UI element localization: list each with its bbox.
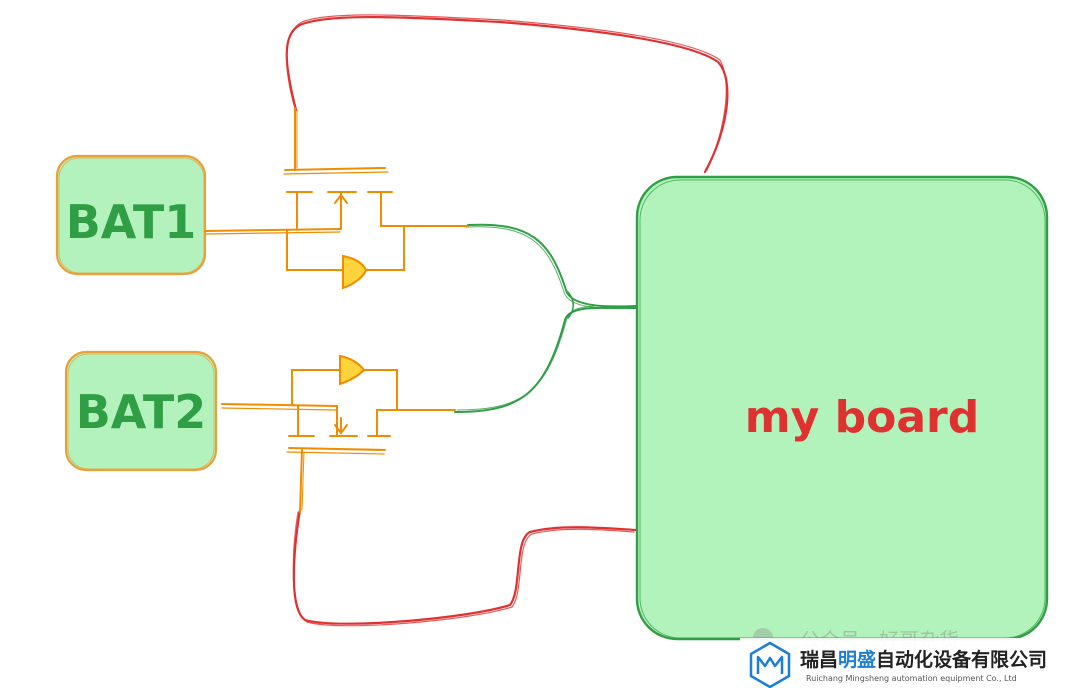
mosfet-1 xyxy=(204,107,469,271)
bottom-red-wire xyxy=(292,508,638,627)
mosfet-1-diode xyxy=(342,254,368,290)
company-name-cn: 瑞昌明盛自动化设备有限公司 xyxy=(800,648,1047,671)
battery-2: BAT2 xyxy=(64,350,218,472)
company-banner: 瑞昌明盛自动化设备有限公司 Ruichang Mingsheng automat… xyxy=(740,638,1080,688)
green-wires xyxy=(454,223,637,413)
board-label: my board xyxy=(745,392,979,443)
mosfet-2 xyxy=(221,369,456,513)
battery-1: BAT1 xyxy=(55,154,207,276)
company-logo-icon xyxy=(749,641,791,688)
mosfet-2-diode xyxy=(339,354,366,386)
battery-2-label: BAT2 xyxy=(76,385,206,439)
company-name-en: Ruichang Mingsheng automation equipment … xyxy=(806,674,1017,683)
top-red-wire xyxy=(285,14,729,174)
board: my board xyxy=(635,175,1049,641)
battery-1-label: BAT1 xyxy=(66,195,196,249)
